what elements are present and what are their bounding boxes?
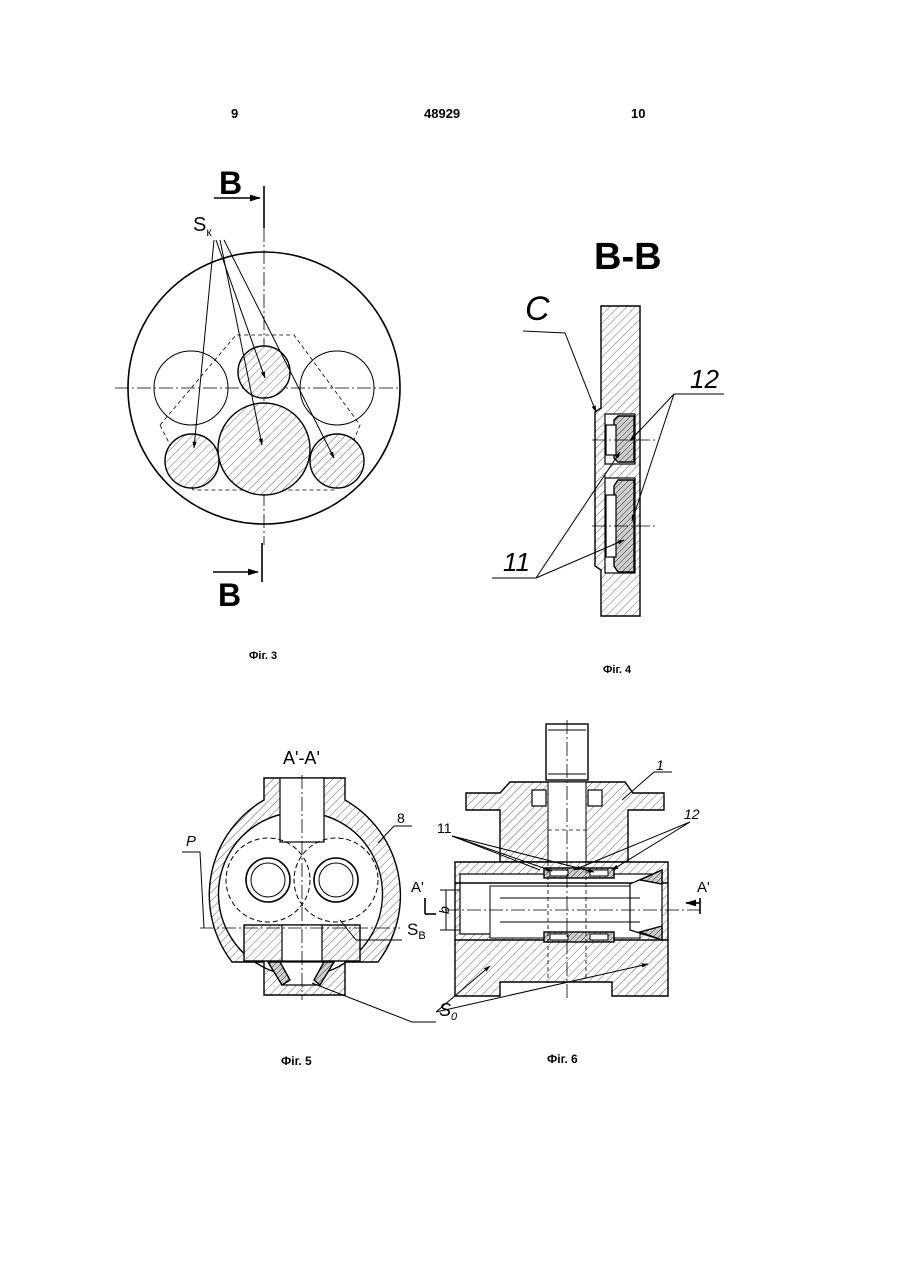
fig3-closed-hole-center — [218, 403, 310, 495]
fig3-closed-hole-top — [238, 346, 290, 398]
fig3-label-sk: Sк — [193, 214, 212, 239]
fig4-section-title: В-В — [594, 236, 662, 278]
fig6-label-a-left: A' — [411, 879, 424, 896]
fig3-section-mark-bottom: В — [218, 577, 241, 613]
fig6-label-11: 11 — [437, 820, 452, 836]
fig6-label-12: 12 — [684, 806, 700, 822]
fig6-caption: Фіг. 6 — [547, 1052, 578, 1066]
fig3-section-mark-top: В — [219, 165, 242, 201]
fig5-label-8: 8 — [397, 810, 405, 826]
fig4-label-12: 12 — [690, 364, 719, 394]
fig6-label-b: b — [436, 906, 452, 914]
fig5-label-s0: S0 — [439, 1000, 458, 1023]
fig6-drawing: A' A' b 1 11 12 — [411, 720, 710, 1012]
fig5-shaft-right — [314, 858, 358, 902]
fig6-label-a-right: A' — [697, 879, 710, 896]
fig5-caption: Фіг. 5 — [281, 1054, 312, 1068]
fig3-closed-hole-bottom-right — [310, 434, 364, 488]
fig4-insert-12-upper — [614, 416, 634, 462]
fig3-drawing: В В Sк — [115, 165, 400, 613]
fig4-label-c: С — [525, 290, 550, 328]
fig5-section-title: A'-A' — [283, 748, 320, 768]
fig5-label-sb: SВ — [407, 920, 426, 942]
fig5-shaft-left — [246, 858, 290, 902]
fig6-label-1: 1 — [656, 757, 664, 773]
fig5-label-p: P — [186, 833, 196, 850]
fig4-drawing: В-В С 12 11 — [492, 236, 724, 616]
fig3-caption: Фіг. 3 — [249, 650, 277, 662]
fig4-caption: Фіг. 4 — [603, 664, 631, 676]
fig4-label-11: 11 — [503, 547, 530, 577]
fig3-closed-hole-bottom-left — [165, 434, 219, 488]
